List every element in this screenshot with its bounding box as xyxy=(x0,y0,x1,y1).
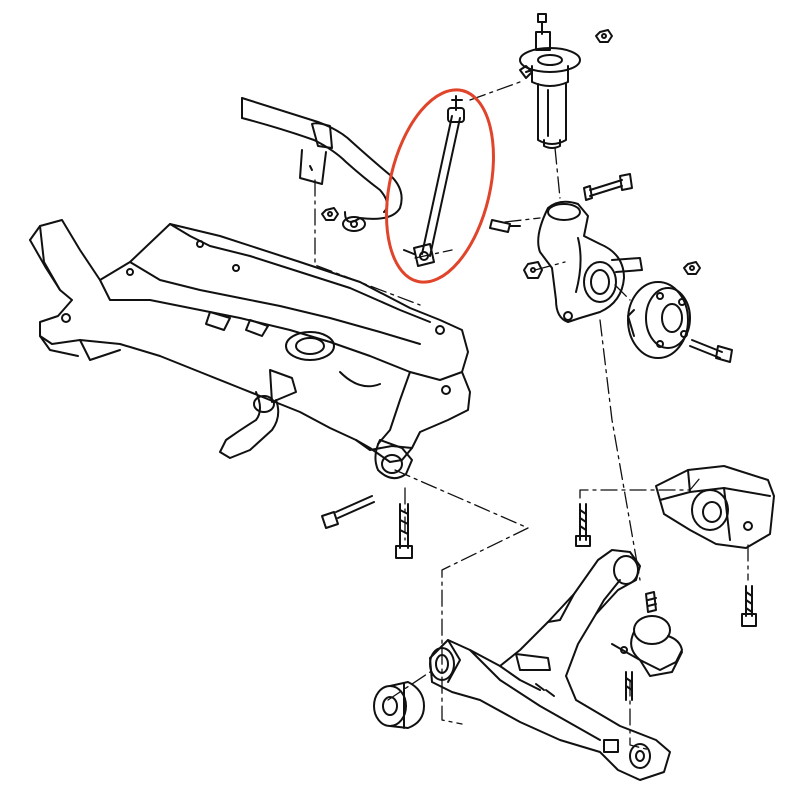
control-arm[interactable] xyxy=(429,549,671,781)
stabilizer-bar[interactable] xyxy=(241,97,403,232)
bolt-icon[interactable] xyxy=(395,503,413,559)
highlight-circle xyxy=(385,88,495,284)
ball-joint[interactable] xyxy=(611,591,683,677)
nut-icon[interactable] xyxy=(321,207,339,221)
stabilizer-link[interactable] xyxy=(403,95,465,267)
bolt-icon[interactable] xyxy=(603,739,619,753)
rear-bushing-bracket[interactable] xyxy=(655,465,775,549)
strut[interactable] xyxy=(519,13,581,149)
bolt-icon[interactable] xyxy=(625,671,633,701)
bolt-icon[interactable] xyxy=(583,173,633,201)
steering-knuckle[interactable] xyxy=(537,200,643,323)
nut-icon[interactable] xyxy=(683,261,701,275)
leader-lines xyxy=(314,81,749,751)
bolt-icon[interactable] xyxy=(741,585,757,627)
subframe[interactable] xyxy=(29,219,471,480)
bolt-icon[interactable] xyxy=(575,503,591,547)
wheel-hub[interactable] xyxy=(627,281,691,359)
nut-icon[interactable] xyxy=(523,261,543,279)
bolt-icon[interactable] xyxy=(689,339,733,363)
nut-icon[interactable] xyxy=(595,29,613,43)
bolt-icon[interactable] xyxy=(321,495,375,529)
bolt-icon[interactable] xyxy=(489,219,521,233)
front-bushing[interactable] xyxy=(373,681,425,729)
